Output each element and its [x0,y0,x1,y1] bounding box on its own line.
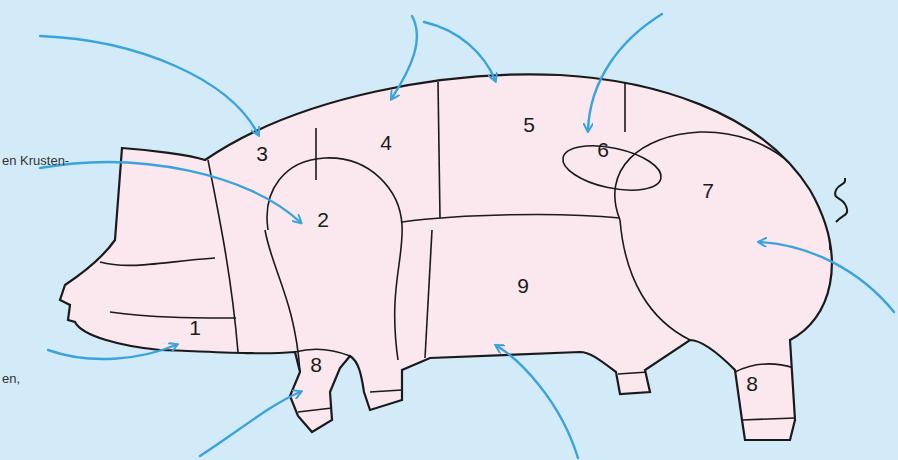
callout-number: 4 [380,132,392,153]
callout-number: 8 [310,354,322,375]
cut-note: en Krusten- [2,154,69,167]
callout-number: 7 [702,180,714,201]
cut-note: en, [2,372,20,385]
callout-number: 5 [523,114,535,135]
callout-number: 3 [256,143,268,164]
callout-number: 6 [597,139,609,160]
callout-number: 9 [517,275,529,296]
callout-number: 8 [746,373,758,394]
callout-number: 2 [317,209,329,230]
callout-number: 1 [189,317,201,338]
